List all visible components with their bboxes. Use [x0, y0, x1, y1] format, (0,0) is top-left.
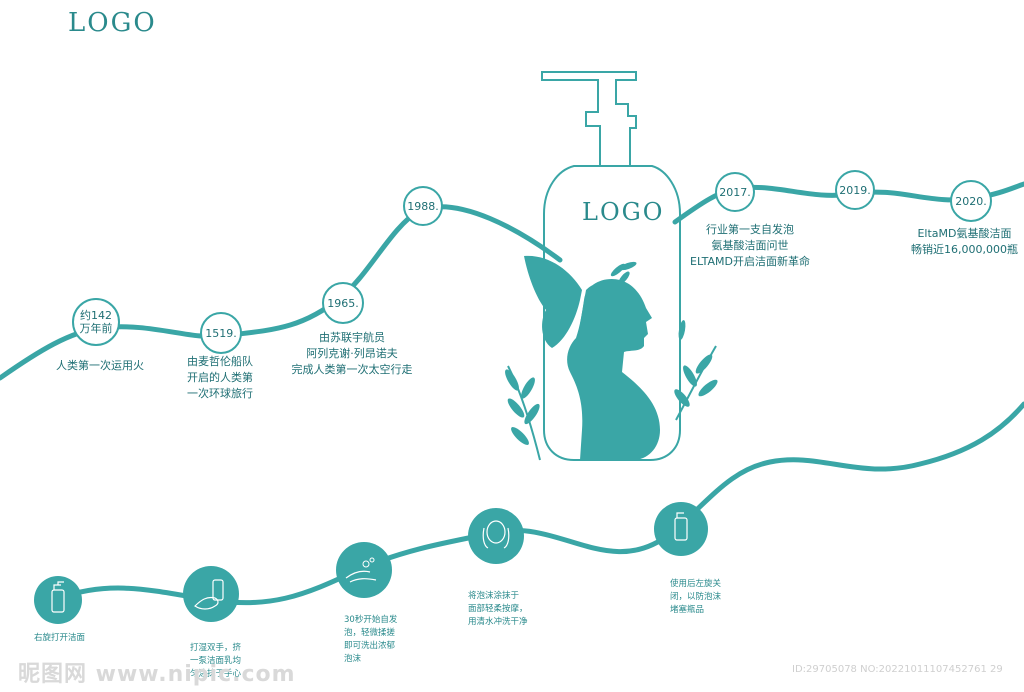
face-wash-icon: [482, 520, 510, 549]
header-logo: LOGO: [68, 8, 157, 38]
timeline-node-1988: 1988.: [403, 186, 443, 226]
timeline-node-2020: 2020.: [950, 180, 992, 222]
step-5-text: 使用后左旋关 闭，以防泡沫 堵塞瓶品: [670, 579, 722, 615]
upper-timeline-curve: [0, 204, 563, 381]
timeline-node-2017: 2017.: [715, 172, 755, 212]
step-2-circle: [183, 566, 239, 622]
timeline-node-142: 约142 万年前: [72, 298, 120, 346]
timeline-text-1965: 由苏联宇航员 阿列克谢·列昂诺夫 完成人类第一次太空行走: [291, 331, 413, 376]
bottle-close-icon: [674, 512, 688, 541]
timeline-node-2019: 2019.: [835, 170, 875, 210]
step-3-circle: [336, 542, 392, 598]
timeline-text-142: 人类第一次运用火: [56, 359, 144, 372]
step-4-circle: [468, 508, 524, 564]
leaves-right: [674, 320, 718, 421]
step-5-circle: [654, 502, 708, 556]
step-1-circle: [34, 576, 82, 624]
hand-pump-icon: [194, 579, 224, 610]
leaves-top: [610, 261, 637, 285]
timeline-node-1519: 1519.: [200, 312, 242, 354]
pump-bottle-icon: [51, 581, 65, 613]
timeline-text-1519: 由麦哲伦船队 开启的人类第 一次环球旅行: [187, 355, 253, 400]
hands-foam-icon: [345, 557, 377, 583]
step-2-text: 打湿双手，挤 一泵洁面乳均 匀涂抹于手心: [190, 643, 242, 679]
timeline-text-2017: 行业第一支自发泡 氨基酸洁面问世 ELTAMD开启洁面新革命: [690, 223, 810, 268]
leaves-left: [505, 365, 541, 461]
watermark-left: 昵图网 www.nipic.com: [18, 662, 296, 687]
step-3-text: 30秒开始自发 泡，轻微揉搓 即可洗出浓郁 泡沫: [344, 615, 398, 664]
woman-silhouette: [567, 278, 660, 460]
step-1-text: 右旋打开洁面: [34, 633, 86, 643]
step-4-text: 将泡沫涂抹于 面部轻柔按摩， 用清水冲洗干净: [468, 591, 528, 627]
timeline-text-2020: EltaMD氨基酸洁面 畅销近16,000,000瓶: [911, 227, 1018, 256]
bottle-logo: LOGO: [582, 198, 665, 226]
timeline-node-1965: 1965.: [322, 282, 364, 324]
watermark-right: ID:29705078 NO:20221011107452761 29: [792, 664, 1003, 675]
